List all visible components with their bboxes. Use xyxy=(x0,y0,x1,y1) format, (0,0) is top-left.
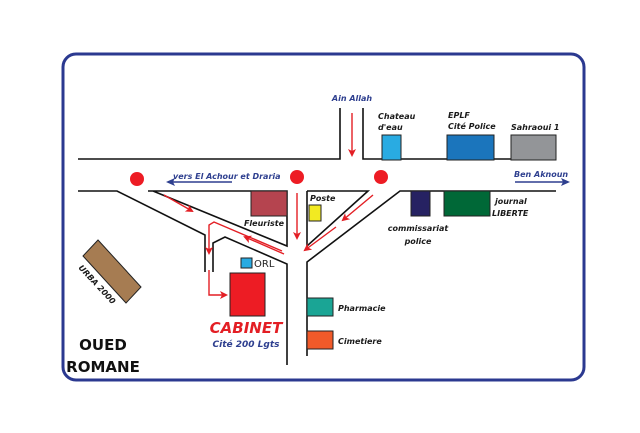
landmark-cimetiere: Cimetiere xyxy=(306,330,382,350)
route-arrow-to-cabinet xyxy=(208,270,228,299)
landmark-eplf: EPLF Cité Police xyxy=(446,111,496,161)
route-arrow-turn-down xyxy=(205,221,283,255)
landmark-journal-liberte: journal LIBERTE xyxy=(443,190,529,218)
cimetiere-building xyxy=(306,330,334,350)
poste-label: Poste xyxy=(310,194,336,203)
road-main-top-left xyxy=(78,108,341,160)
direction-label-north: Ain Allah xyxy=(331,94,372,103)
landmark-commissariat: commissariat police xyxy=(388,190,450,246)
landmark-sahraoui: Sahraoui 1 xyxy=(510,123,559,161)
poste-building xyxy=(308,204,322,222)
fleuriste-building xyxy=(250,190,288,217)
route-arrows xyxy=(163,113,374,299)
district-label-line2: ROMANE xyxy=(66,358,140,376)
direction-label-east: Ben Aknoun xyxy=(514,170,568,179)
roundabout-west xyxy=(130,172,144,186)
cabinet-subtitle: Cité 200 Lgts xyxy=(213,339,281,350)
roundabout-east xyxy=(374,170,388,184)
urba-building xyxy=(82,239,142,304)
route-arrow-west-diag-up xyxy=(243,235,285,255)
orl-building xyxy=(240,257,253,269)
landmark-pharmacie: Pharmacie xyxy=(306,297,386,317)
chateau-label-2: d'eau xyxy=(378,123,403,132)
pharmacie-building xyxy=(306,297,334,317)
landmark-orl: ORL xyxy=(240,257,275,270)
sahraoui-building xyxy=(510,134,557,161)
orl-label: ORL xyxy=(254,259,275,270)
commissariat-label-1: commissariat xyxy=(388,224,450,233)
destination-cabinet: CABINET Cité 200 Lgts xyxy=(210,272,284,350)
roundabouts xyxy=(130,170,388,186)
chateau-building xyxy=(381,134,402,161)
commissariat-building xyxy=(410,190,431,217)
landmark-chateau-deau: Chateau d'eau xyxy=(378,112,416,161)
pharmacie-label: Pharmacie xyxy=(338,304,386,313)
cimetiere-label: Cimetiere xyxy=(338,337,382,346)
roundabout-center xyxy=(290,170,304,184)
eplf-building xyxy=(446,134,495,161)
sahraoui-label: Sahraoui 1 xyxy=(511,123,559,132)
road-poste-triangle xyxy=(306,190,371,248)
journal-label-1: journal xyxy=(493,197,527,206)
road-diagonal-upper xyxy=(148,190,288,248)
cabinet-title: CABINET xyxy=(210,319,284,337)
fleuriste-label: Fleuriste xyxy=(244,219,285,228)
eplf-label-1: EPLF xyxy=(448,111,470,120)
route-arrow-east-diag-2 xyxy=(303,226,337,252)
district-label-line1: OUED xyxy=(79,336,127,354)
landmark-fleuriste: Fleuriste xyxy=(244,190,288,228)
chateau-label-1: Chateau xyxy=(378,112,416,121)
road-diagonal-inner xyxy=(212,236,288,365)
direction-label-west: vers El Achour et Draria xyxy=(173,172,281,181)
commissariat-label-2: police xyxy=(404,237,432,246)
landmark-poste: Poste xyxy=(308,194,336,222)
route-arrow-diag-down xyxy=(163,194,194,212)
cabinet-building xyxy=(229,272,266,317)
eplf-label-2: Cité Police xyxy=(448,121,496,131)
route-arrow-east-diag-1 xyxy=(341,194,374,222)
journal-label-2: LIBERTE xyxy=(492,209,529,218)
journal-building xyxy=(443,190,491,217)
